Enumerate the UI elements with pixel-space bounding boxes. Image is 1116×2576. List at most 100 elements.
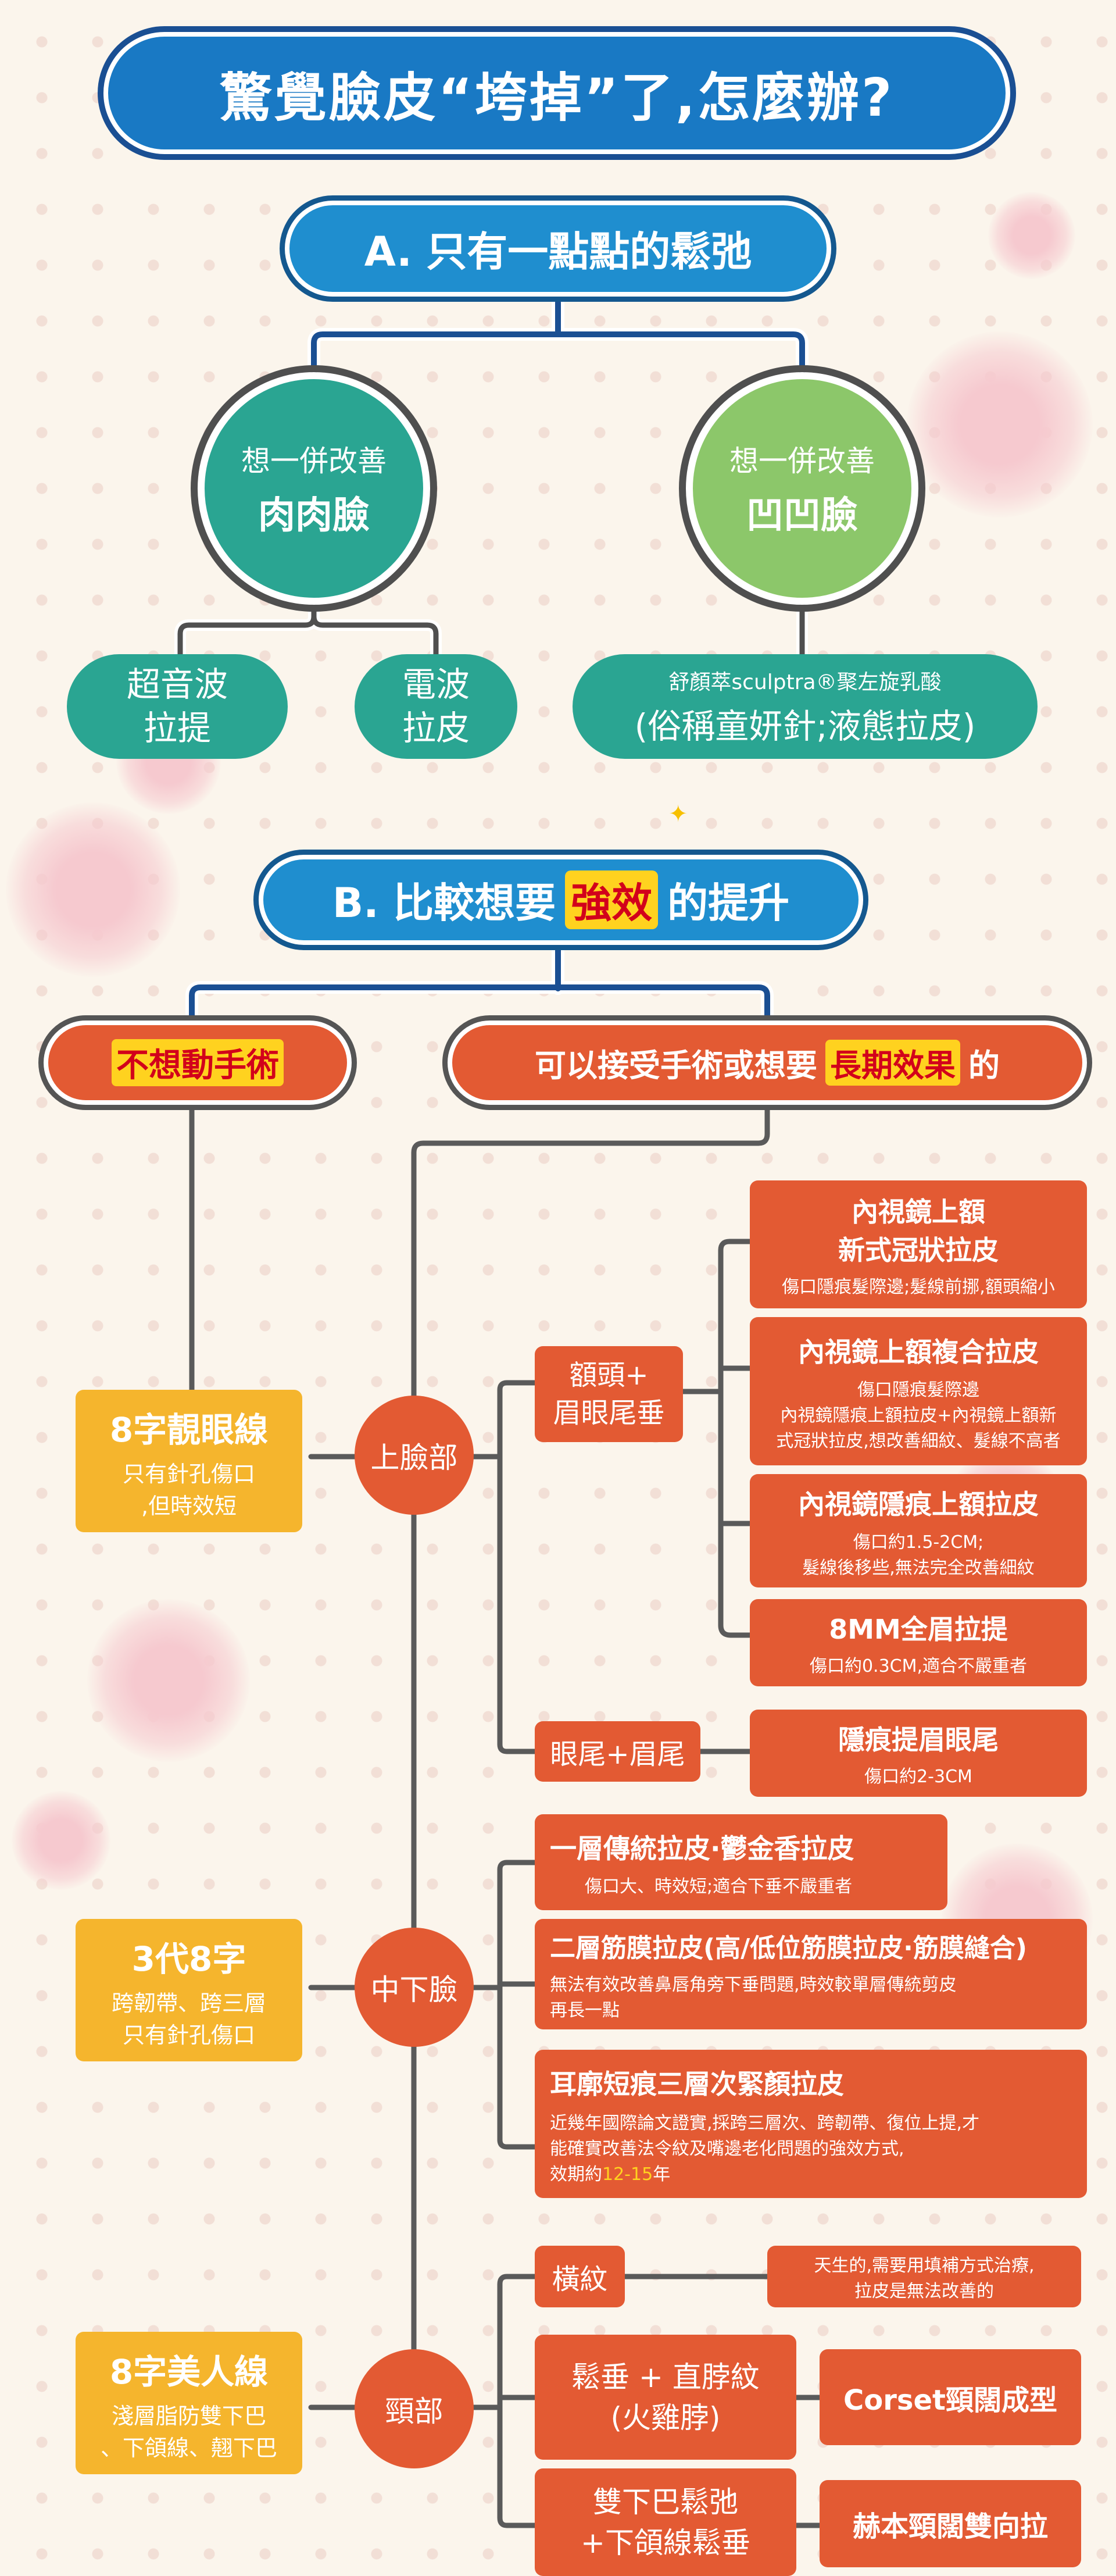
mid-item-desc: 近幾年國際論文證實,採跨三層次、跨韌帶、復位上提,才 (550, 2113, 980, 2133)
eight-beauty-line-title: 8字美人線 (109, 2352, 269, 2392)
eight-eye-line-desc2: ,但時效短 (141, 1493, 237, 1519)
region-upper-face: 上臉部 (355, 1396, 474, 1515)
page-title: 驚覺臉皮“垮掉”了,怎麼辦? (98, 26, 1016, 160)
eight-beauty-line-desc1: 淺層脂防雙下巴 (111, 2403, 266, 2429)
upper-item-hidden-brow: 隱痕提眉眼尾 傷口約2-3CM (750, 1710, 1087, 1797)
ultrasound-lift-pill: 超音波 拉提 (67, 654, 288, 759)
region-neck-text: 頸部 (385, 2394, 443, 2428)
upper-item-title: 內視鏡隱痕上額拉皮 (798, 1488, 1039, 1520)
mid-item-desc: 能確實改善法令紋及嘴邊老化問題的強效方式, (550, 2138, 904, 2159)
no-surgery-text: 不想動手術 (112, 1039, 284, 1086)
upper-item-desc: 傷口約1.5-2CM; (853, 1532, 984, 1553)
mid-item-duration: 效期約12-15年 (550, 2160, 1072, 2185)
region-upper-text: 上臉部 (370, 1440, 458, 1475)
neck-wrinkle-text: 橫紋 (552, 2263, 608, 2296)
duration-post: 年 (653, 2164, 671, 2185)
sculptra-line1: 舒顏萃sculptra®聚左旋乳酸 (668, 670, 942, 694)
upper-item-desc: 式冠狀拉皮,想改善細紋、髮線不高者 (776, 1430, 1061, 1451)
neck-wrinkle-desc-line2: 拉皮是無法改善的 (854, 2281, 994, 2302)
brow-label-line1: 額頭+ (569, 1358, 649, 1392)
region-mid-text: 中下臉 (370, 1972, 458, 2007)
neck-wrinkle-desc-line1: 天生的,需要用填補方式治療, (814, 2256, 1035, 2276)
eight-beauty-line-box: 8字美人線 淺層脂防雙下巴 、下頜線、翹下巴 (76, 2332, 302, 2474)
rf-line1: 電波 (402, 664, 470, 704)
neck-corset-text: Corset頸闊成型 (843, 2384, 1057, 2417)
section-a-header: A. 只有一點點的鬆弛 (280, 195, 836, 302)
neck-sag-line2: (火雞脖) (610, 2400, 721, 2435)
flower-decoration (12, 1791, 110, 1890)
section-b-header-post: 的提升 (667, 879, 790, 927)
upper-item-desc: 內視鏡隱痕上額拉皮+內視鏡上額新 (780, 1405, 1057, 1426)
mid-item-two-layer: 二層筋膜拉皮(高/低位筋膜拉皮·筋膜縫合) 無法有效改善鼻唇角旁下垂問題,時效較… (535, 1919, 1087, 2029)
sparkle-icon: ✦ (668, 801, 688, 827)
upper-item-8mm-brow: 8MM全眉拉提 傷口約0.3CM,適合不嚴重者 (750, 1599, 1087, 1686)
flower-decoration (907, 331, 1093, 518)
circle-chubby-sub: 想一併改善 (241, 444, 387, 478)
neck-wrinkle-label: 橫紋 (535, 2246, 625, 2307)
upper-item-title: 隱痕提眉眼尾 (838, 1724, 999, 1756)
section-b-header: B. 比較想要 強效 的提升 (253, 850, 868, 950)
region-neck: 頸部 (355, 2349, 474, 2468)
circle-hollow-face: 想一併改善 凹凹臉 (679, 365, 925, 612)
neck-hepburn-result: 赫本頸闊雙向拉 (820, 2480, 1081, 2567)
neck-hepburn-text: 赫本頸闊雙向拉 (852, 2510, 1048, 2543)
eye-tail-label: 眼尾+眉尾 (535, 1721, 700, 1782)
rf-lift-pill: 電波 拉皮 (355, 654, 517, 759)
gen3-eight-title: 3代8字 (131, 1939, 246, 1979)
upper-item-title: 新式冠狀拉皮 (838, 1235, 999, 1266)
upper-item-title: 內視鏡上額 (852, 1196, 985, 1228)
section-a-header-text: A. 只有一點點的鬆弛 (364, 228, 752, 276)
neck-chin-line2: +下頜線鬆垂 (581, 2525, 750, 2560)
surgery-text-highlight: 長期效果 (825, 1040, 960, 1086)
mid-item-three-layer: 耳廓短痕三層次緊顏拉皮 近幾年國際論文證實,採跨三層次、跨韌帶、復位上提,才 能… (535, 2050, 1087, 2198)
upper-item-title: 內視鏡上額複合拉皮 (798, 1336, 1039, 1368)
no-surgery-pill: 不想動手術 (38, 1015, 357, 1110)
eight-eye-line-desc1: 只有針孔傷口 (122, 1461, 255, 1487)
section-b-header-highlight: 強效 (565, 870, 659, 929)
flower-decoration (87, 1599, 250, 1762)
upper-item-desc: 傷口隱痕髮際邊;髮線前挪,額頭縮小 (782, 1277, 1055, 1297)
mid-item-title: 二層筋膜拉皮(高/低位筋膜拉皮·筋膜縫合) (550, 1933, 1028, 1963)
sculptra-pill: 舒顏萃sculptra®聚左旋乳酸 (俗稱童妍針;液態拉皮) (573, 654, 1038, 759)
neck-chin-line1: 雙下巴鬆弛 (593, 2485, 738, 2519)
neck-sag-line1: 鬆垂 + 直脖紋 (571, 2360, 760, 2394)
upper-item-endoscopic-hidden: 內視鏡隱痕上額拉皮 傷口約1.5-2CM; 髮線後移些,無法完全改善細紋 (750, 1474, 1087, 1587)
circle-chubby-face: 想一併改善 肉肉臉 (191, 365, 437, 612)
page-title-text: 驚覺臉皮“垮掉”了,怎麼辦? (219, 67, 895, 129)
surgery-pill: 可以接受手術或想要 長期效果 的 (442, 1015, 1092, 1110)
gen3-eight-box: 3代8字 跨韌帶、跨三層 只有針孔傷口 (76, 1919, 302, 2061)
eight-eye-line-box: 8字靚眼線 只有針孔傷口 ,但時效短 (76, 1390, 302, 1532)
gen3-eight-desc1: 跨韌帶、跨三層 (111, 1990, 266, 2016)
mid-item-desc: 再長一點 (550, 2000, 620, 2021)
duration-highlight: 12-15 (602, 2164, 653, 2185)
sculptra-line2: (俗稱童妍針;液態拉皮) (634, 707, 976, 746)
eight-beauty-line-desc2: 、下頜線、翹下巴 (100, 2435, 277, 2461)
circle-chubby-main: 肉肉臉 (258, 494, 370, 537)
mid-item-desc: 傷口大、時效短;適合下垂不嚴重者 (585, 1876, 853, 1897)
upper-item-desc: 傷口約0.3CM,適合不嚴重者 (809, 1656, 1028, 1676)
eye-tail-text: 眼尾+眉尾 (550, 1738, 685, 1771)
mid-item-title: 一層傳統拉皮·鬱金香拉皮 (550, 1832, 854, 1864)
ultrasound-line2: 拉提 (143, 708, 211, 748)
circle-hollow-sub: 想一併改善 (729, 444, 875, 478)
surgery-text-post: 的 (968, 1047, 1000, 1084)
eight-eye-line-title: 8字靚眼線 (109, 1410, 269, 1450)
mid-item-one-layer: 一層傳統拉皮·鬱金香拉皮 傷口大、時效短;適合下垂不嚴重者 (535, 1814, 947, 1910)
region-mid-lower-face: 中下臉 (355, 1928, 474, 2047)
ultrasound-line1: 超音波 (126, 664, 228, 704)
upper-item-desc: 髮線後移些,無法完全改善細紋 (802, 1557, 1035, 1578)
mid-item-title: 耳廓短痕三層次緊顏拉皮 (550, 2068, 844, 2100)
section-b-header-pre: B. 比較想要 (332, 879, 556, 927)
neck-corset-result: Corset頸闊成型 (820, 2349, 1081, 2445)
neck-chin-label: 雙下巴鬆弛 +下頜線鬆垂 (535, 2468, 796, 2576)
surgery-text-pre: 可以接受手術或想要 (535, 1047, 817, 1084)
upper-item-desc: 傷口約2-3CM (864, 1767, 972, 1787)
upper-item-endoscopic-compound: 內視鏡上額複合拉皮 傷口隱痕髮際邊 內視鏡隱痕上額拉皮+內視鏡上額新 式冠狀拉皮… (750, 1317, 1087, 1465)
upper-item-endoscopic-coronal: 內視鏡上額 新式冠狀拉皮 傷口隱痕髮際邊;髮線前挪,額頭縮小 (750, 1180, 1087, 1308)
duration-pre: 效期約 (550, 2164, 602, 2185)
brow-label-line2: 眉眼尾垂 (553, 1396, 665, 1429)
brow-forehead-label: 額頭+ 眉眼尾垂 (535, 1346, 683, 1442)
gen3-eight-desc2: 只有針孔傷口 (122, 2022, 255, 2048)
flower-decoration (6, 802, 180, 977)
upper-item-title: 8MM全眉拉提 (829, 1614, 1008, 1645)
